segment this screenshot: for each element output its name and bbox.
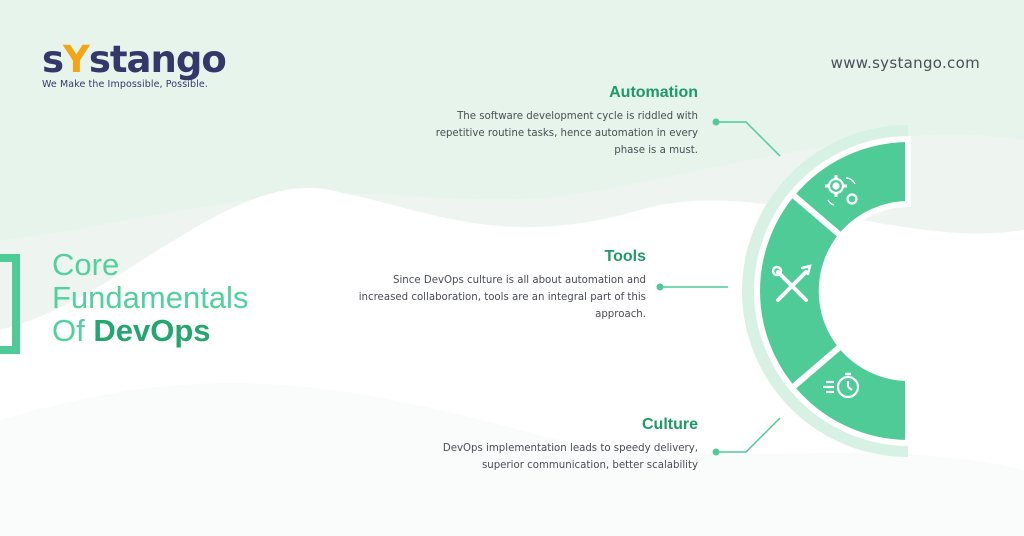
- feature-description: DevOps implementation leads to speedy de…: [442, 443, 698, 471]
- stopwatch-icon: [823, 372, 860, 399]
- feature-tools: Tools Since DevOps culture is all about …: [356, 248, 646, 323]
- brand-logo: sYstango We Make the Impossible, Possibl…: [42, 38, 227, 91]
- gears-icon: [825, 175, 858, 206]
- website-url[interactable]: www.systango.com: [830, 54, 980, 72]
- feature-heading: Culture: [642, 416, 698, 433]
- title-bracket: [0, 254, 20, 354]
- title-line-3: Of DevOps: [52, 314, 248, 347]
- logo-letter-y: Y: [63, 38, 90, 81]
- logo-tagline: We Make the Impossible, Possible.: [42, 79, 208, 90]
- page-title: Core Fundamentals Of DevOps: [52, 248, 248, 347]
- logo-letter-s: s: [42, 38, 64, 81]
- feature-heading: Tools: [604, 248, 646, 265]
- title-devops: DevOps: [93, 313, 211, 348]
- title-of: Of: [52, 313, 85, 348]
- feature-description: Since DevOps culture is all about automa…: [358, 275, 646, 320]
- feature-automation: Automation The software development cycl…: [428, 84, 698, 159]
- connector-tools: [656, 283, 728, 291]
- connector-automation: [712, 118, 781, 157]
- segment-culture[interactable]: [787, 341, 911, 447]
- title-line-1: Core: [52, 247, 120, 282]
- feature-heading: Automation: [609, 84, 698, 101]
- feature-description: The software development cycle is riddle…: [435, 111, 698, 156]
- logo-wordmark: sYstango: [42, 38, 227, 81]
- connector-culture: [712, 417, 781, 456]
- logo-letters-stango: stango: [88, 38, 227, 81]
- title-line-2: Fundamentals: [52, 280, 249, 315]
- tools-icon: [771, 264, 812, 302]
- feature-culture: Culture DevOps implementation leads to s…: [408, 416, 698, 474]
